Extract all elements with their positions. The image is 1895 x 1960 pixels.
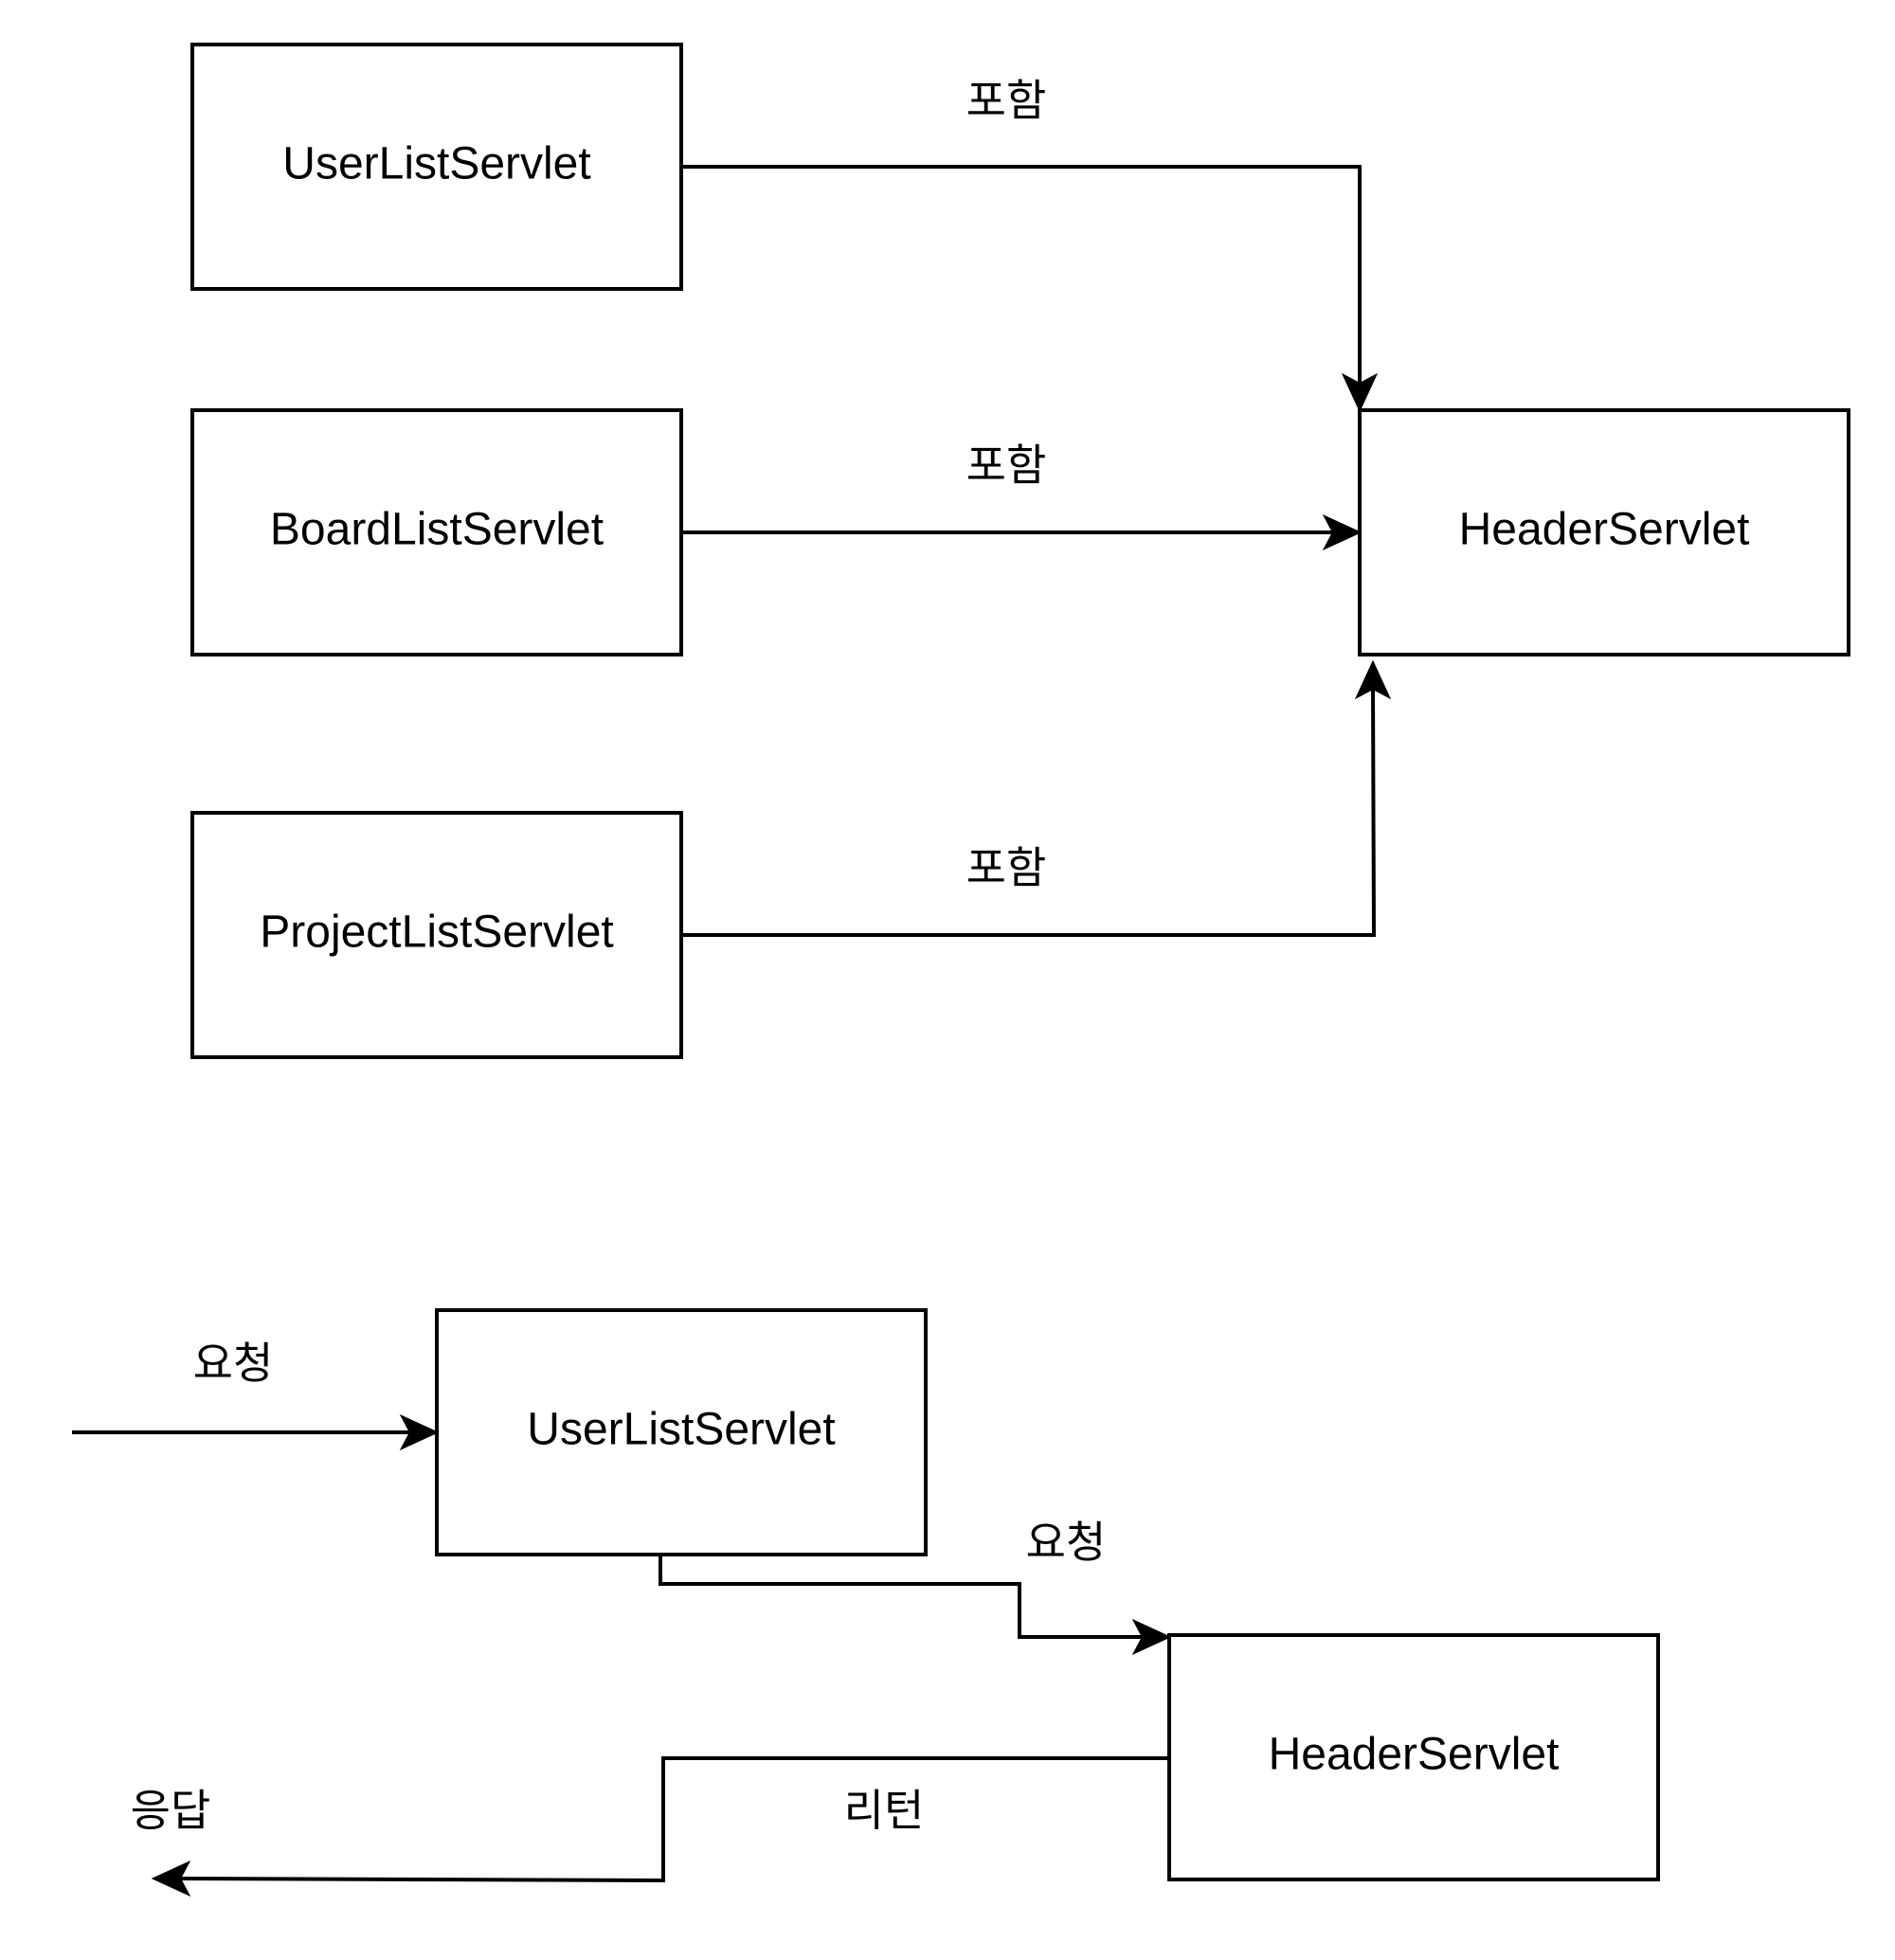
node-header-servlet-top[interactable]: HeaderServlet <box>1358 408 1850 656</box>
edge-label: 요청 <box>193 1339 274 1388</box>
node-user-list-servlet-top[interactable]: UserListServlet <box>190 43 683 291</box>
node-label: UserListServlet <box>527 1405 835 1455</box>
edge-return-response[interactable]: 리턴 응답 <box>131 1756 1169 1897</box>
arrowhead-icon <box>1131 1618 1172 1656</box>
node-user-list-servlet-bottom[interactable]: UserListServlet <box>435 1308 928 1556</box>
node-label: UserListServlet <box>282 139 590 189</box>
edge-label: 포함 <box>966 843 1047 892</box>
edge-label: 포함 <box>966 76 1047 125</box>
edge-board-to-header[interactable]: 포함 <box>681 441 1363 551</box>
node-board-list-servlet[interactable]: BoardListServlet <box>190 408 683 656</box>
edge-label: 포함 <box>966 441 1047 490</box>
edge-incoming-request[interactable]: 요청 <box>72 1339 440 1451</box>
arrowhead-icon <box>1341 372 1379 413</box>
edge-label: 리턴 <box>844 1786 925 1835</box>
edge-label: 요청 <box>1026 1518 1107 1567</box>
arrowhead-icon <box>399 1413 440 1451</box>
bottom-diagram: UserListServlet HeaderServlet 요청 요청 리턴 응… <box>72 1308 1660 1897</box>
edge-project-to-header[interactable]: 포함 <box>681 659 1392 937</box>
arrowhead-icon <box>151 1860 191 1897</box>
edge-request-to-header[interactable]: 요청 <box>659 1518 1172 1656</box>
edge-user-to-header[interactable]: 포함 <box>681 76 1379 413</box>
arrowhead-icon <box>1322 513 1363 551</box>
arrowhead-icon <box>1354 659 1392 700</box>
top-diagram: UserListServlet BoardListServlet Project… <box>190 43 1850 1059</box>
node-header-servlet-bottom[interactable]: HeaderServlet <box>1167 1633 1660 1881</box>
edge-label: 응답 <box>131 1786 211 1835</box>
node-label: HeaderServlet <box>1459 505 1750 555</box>
node-label: ProjectListServlet <box>260 908 613 958</box>
node-label: BoardListServlet <box>270 505 604 555</box>
node-project-list-servlet[interactable]: ProjectListServlet <box>190 811 683 1059</box>
node-label: HeaderServlet <box>1269 1730 1560 1780</box>
